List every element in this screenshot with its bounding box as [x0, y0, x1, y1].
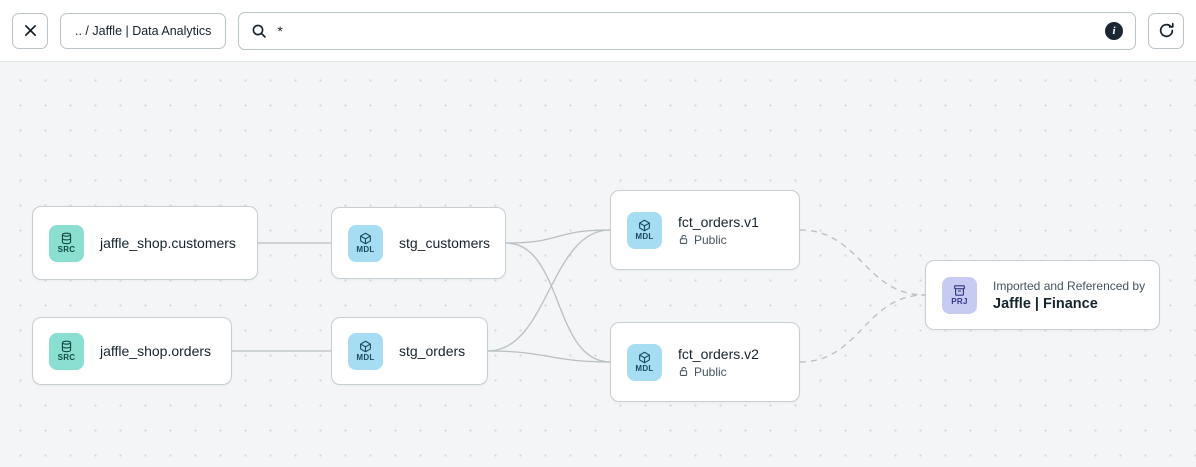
node-sublabel: Imported and Referenced by [993, 278, 1146, 293]
node-jaffle-shop-orders[interactable]: SRC jaffle_shop.orders [32, 317, 232, 385]
badge-label: SRC [57, 245, 76, 254]
node-stg-customers[interactable]: MDL stg_customers [331, 207, 506, 279]
cube-icon [359, 340, 372, 353]
source-badge: SRC [49, 224, 84, 262]
package-icon [953, 284, 966, 297]
node-label: fct_orders.v2 [678, 345, 759, 362]
node-stg-orders[interactable]: MDL stg_orders [331, 317, 488, 385]
node-label: stg_orders [399, 343, 466, 359]
badge-label: MDL [356, 353, 375, 362]
close-icon [24, 24, 37, 37]
node-label: Jaffle | Finance [993, 295, 1098, 312]
node-jaffle-shop-customers[interactable]: SRC jaffle_shop.customers [32, 206, 258, 280]
toolbar: .. / Jaffle | Data Analytics i [0, 0, 1196, 62]
node-fct-orders-v2[interactable]: MDL fct_orders.v2 Public [610, 322, 800, 402]
search-icon [251, 23, 267, 39]
badge-label: MDL [635, 232, 654, 241]
badge-label: MDL [635, 364, 654, 373]
edge-layer [232, 229, 926, 363]
access-row: Public [678, 233, 759, 247]
edge-stg_orders-to-fct_orders_v1 [487, 229, 611, 352]
edge-fct_orders_v1-to-jaffle_finance [799, 229, 926, 296]
edge-fct_orders_v2-to-jaffle_finance [799, 294, 926, 363]
model-badge: MDL [627, 343, 662, 381]
search-bar[interactable]: i [238, 11, 1136, 50]
access-label: Public [694, 364, 727, 379]
public-icon [678, 366, 689, 377]
edge-stg_customers-to-fct_orders_v1 [505, 229, 611, 244]
model-badge: MDL [348, 224, 383, 262]
badge-label: PRJ [951, 297, 968, 306]
refresh-button[interactable] [1148, 12, 1184, 49]
badge-label: SRC [57, 353, 76, 362]
database-icon [60, 340, 73, 353]
cube-icon [359, 232, 372, 245]
access-label: Public [694, 232, 727, 247]
breadcrumb-label: .. / Jaffle | Data Analytics [75, 23, 212, 38]
cube-icon [638, 219, 651, 232]
node-label: fct_orders.v1 [678, 213, 759, 230]
model-badge: MDL [627, 211, 662, 249]
node-label: jaffle_shop.customers [100, 235, 236, 251]
project-badge: PRJ [942, 276, 977, 314]
search-input[interactable] [277, 22, 1095, 39]
info-icon[interactable]: i [1105, 21, 1123, 40]
refresh-icon [1158, 22, 1175, 39]
node-fct-orders-v1[interactable]: MDL fct_orders.v1 Public [610, 190, 800, 270]
access-row: Public [678, 365, 759, 379]
cube-icon [638, 351, 651, 364]
database-icon [60, 232, 73, 245]
close-button[interactable] [12, 12, 48, 49]
lineage-canvas[interactable]: SRC jaffle_shop.customers SRC jaffle_sho… [0, 62, 1196, 467]
source-badge: SRC [49, 332, 84, 370]
edge-stg_orders-to-fct_orders_v2 [487, 350, 611, 363]
model-badge: MDL [348, 332, 383, 370]
public-icon [678, 234, 689, 245]
node-jaffle-finance[interactable]: PRJ Imported and Referenced by Jaffle | … [925, 260, 1160, 330]
breadcrumb[interactable]: .. / Jaffle | Data Analytics [60, 12, 227, 49]
node-label: jaffle_shop.orders [100, 343, 212, 359]
edge-stg_customers-to-fct_orders_v2 [505, 242, 611, 363]
badge-label: MDL [356, 245, 375, 254]
node-label: stg_customers [399, 235, 491, 251]
